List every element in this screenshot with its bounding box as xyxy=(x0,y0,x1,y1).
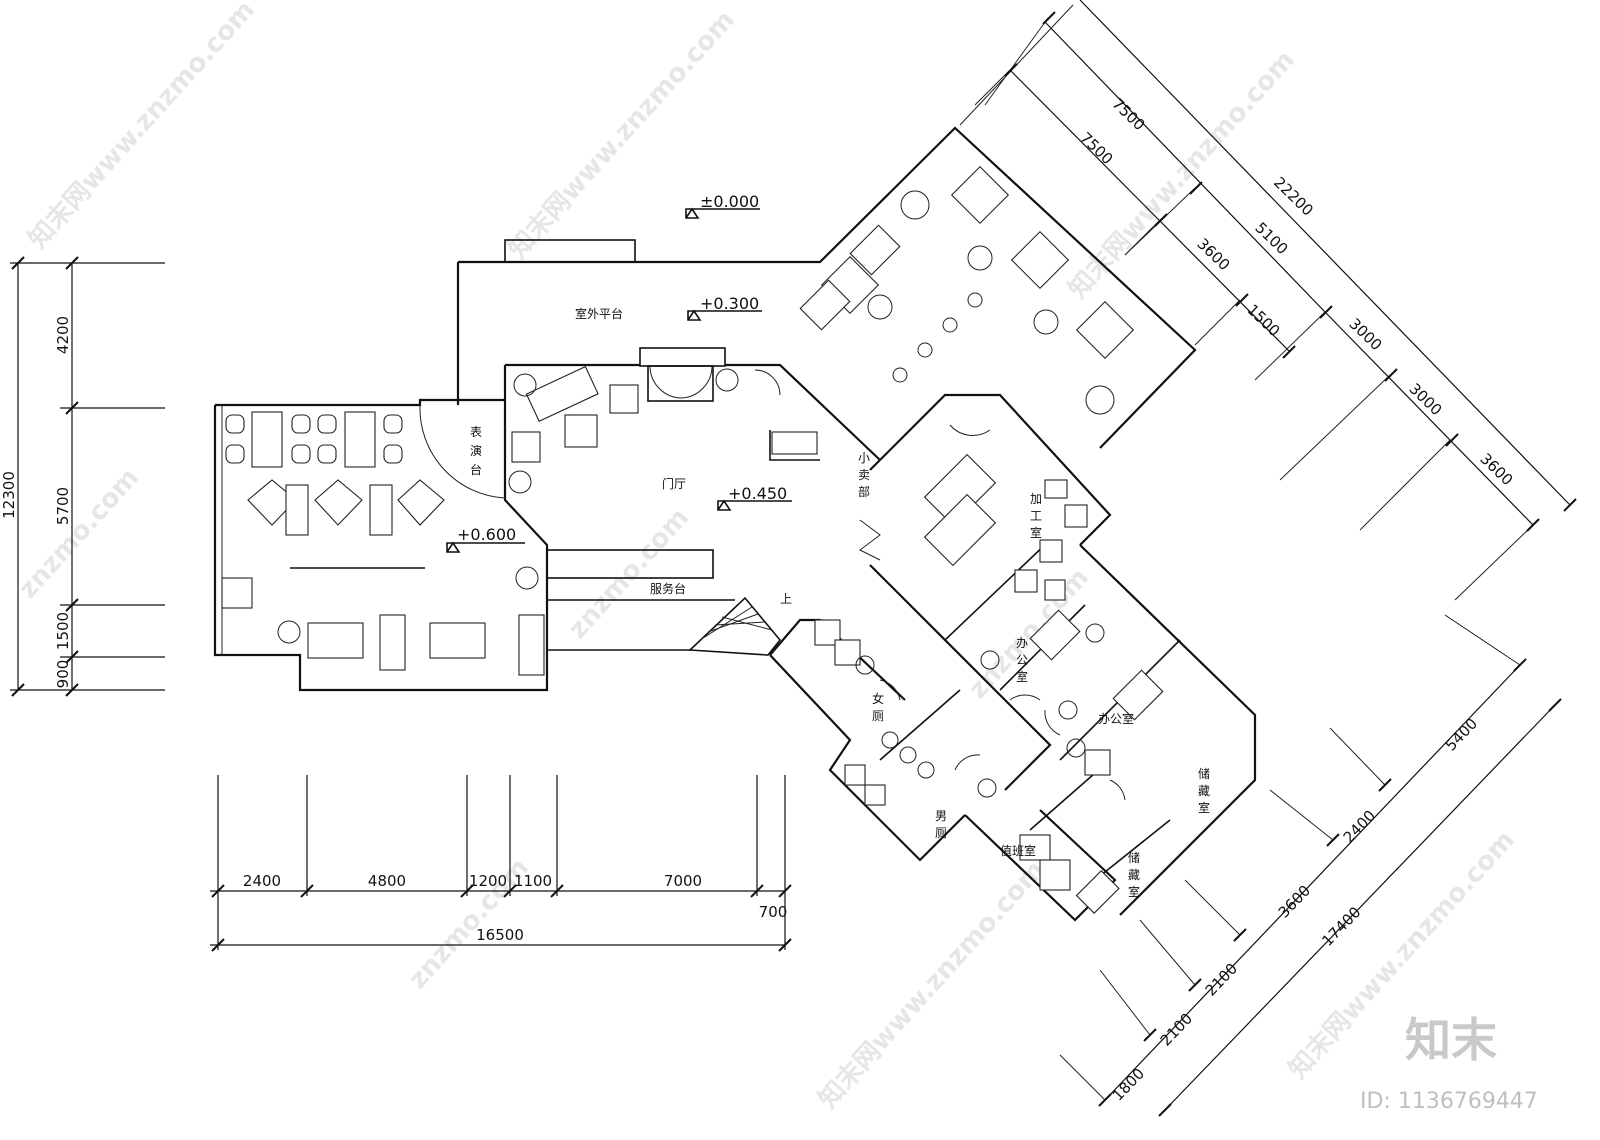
dimension-label: 2400 xyxy=(243,872,281,890)
dimension-label: 4200 xyxy=(54,316,72,354)
dimension-label: 16500 xyxy=(476,926,524,944)
dimension-label: 900 xyxy=(54,660,72,689)
room-label-office: 室 xyxy=(1016,669,1028,684)
room-label-duty: 值班室 xyxy=(1000,843,1036,858)
dimension-label: 1500 xyxy=(54,612,72,650)
room-label-storage: 藏 xyxy=(1198,784,1210,798)
room-label-shop: 卖 xyxy=(858,468,870,482)
room-label-women-wc: 厕 xyxy=(872,709,884,723)
dimension-label: 2100 xyxy=(1157,1010,1196,1050)
room-label-storage-small: 储 xyxy=(1128,850,1140,865)
brand-watermark: 知末 ID: 1136769447 xyxy=(1360,1013,1538,1114)
brand-logo: 知末 xyxy=(1405,1013,1497,1067)
dimension-label: 17400 xyxy=(1318,903,1364,950)
bottom-dimension-chain: 2400 4800 1200 1100 7000 700 16500 xyxy=(210,775,792,952)
dimension-label: 7500 xyxy=(1076,129,1116,168)
dimension-label: 7500 xyxy=(1108,95,1148,134)
room-label-stage: 演 xyxy=(470,443,482,458)
watermark-text: 知末网www.znzmo.com xyxy=(813,855,1051,1115)
room-label-processing: 加 xyxy=(1030,492,1042,506)
dimension-label: 1800 xyxy=(1109,1065,1148,1105)
room-label-storage-small: 藏 xyxy=(1128,868,1140,882)
furniture xyxy=(221,165,1164,914)
watermark-text: 知末网www.znzmo.com xyxy=(23,0,261,255)
level-marker: +0.450 xyxy=(728,484,787,503)
room-label-stage: 表 xyxy=(470,425,482,439)
dimension-label: 5700 xyxy=(54,487,72,525)
room-label-processing: 室 xyxy=(1030,525,1042,540)
dimension-label: 2100 xyxy=(1202,960,1241,1000)
room-label-office: 办公室 xyxy=(1098,711,1134,726)
dimension-label: 4800 xyxy=(368,872,406,890)
level-marker: +0.600 xyxy=(457,525,516,544)
room-label-storage: 室 xyxy=(1198,800,1210,815)
room-label-shop: 部 xyxy=(858,484,870,499)
room-label-storage: 储 xyxy=(1198,766,1210,781)
room-labels: 室外平台 表 演 台 门厅 小 卖 部 服务台 上 加 工 室 办 公 室 办公… xyxy=(470,306,1210,899)
dimension-label: 3000 xyxy=(1345,315,1385,354)
room-label-lobby: 门厅 xyxy=(662,476,686,491)
dimension-label: 7000 xyxy=(664,872,702,890)
dimension-label: 2400 xyxy=(1340,807,1379,847)
watermark-text: 知末网www.znzmo.com xyxy=(503,5,741,265)
level-markers: ±0.000 +0.300 +0.450 +0.600 xyxy=(446,192,792,553)
left-dimension-chain: 12300 4200 5700 1500 900 xyxy=(0,256,165,697)
watermark-layer: 知末网www.znzmo.com 知末网www.znzmo.com 知末网www… xyxy=(13,0,1521,1115)
room-label-shop: 小 xyxy=(858,451,870,465)
room-label-terrace: 室外平台 xyxy=(575,306,623,321)
dimension-label: 3000 xyxy=(1405,380,1445,419)
room-label-office: 办 xyxy=(1016,635,1028,650)
dimension-label: 1500 xyxy=(1243,301,1283,340)
dimension-label: 3600 xyxy=(1476,450,1516,489)
stair-up-label: 上 xyxy=(780,592,792,606)
dimension-label: 12300 xyxy=(0,471,18,519)
watermark-text: znzmo.com xyxy=(13,463,145,605)
room-label-office: 公 xyxy=(1016,653,1028,667)
room-label-processing: 工 xyxy=(1030,509,1042,523)
room-label-stage: 台 xyxy=(470,462,482,477)
dimension-label: 1100 xyxy=(514,872,552,890)
room-label-men-wc: 男 xyxy=(935,809,947,823)
image-id-label: ID: 1136769447 xyxy=(1360,1089,1538,1114)
dimension-label: 22200 xyxy=(1270,173,1317,219)
room-label-women-wc: 女 xyxy=(872,691,884,706)
watermark-text: znzmo.com xyxy=(563,503,695,645)
room-label-men-wc: 厕 xyxy=(935,826,947,840)
room-label-service: 服务台 xyxy=(650,581,686,596)
level-marker: +0.300 xyxy=(700,294,759,313)
dimension-label: 3600 xyxy=(1193,235,1233,274)
watermark-text: 知末网www.znzmo.com xyxy=(1063,45,1301,305)
dimension-label: 5400 xyxy=(1442,715,1481,755)
level-marker: ±0.000 xyxy=(700,192,759,211)
dimension-label: 1200 xyxy=(469,872,507,890)
room-label-storage-small: 室 xyxy=(1128,884,1140,899)
dimension-label: 5100 xyxy=(1251,219,1291,258)
dimension-label: 700 xyxy=(759,903,788,921)
